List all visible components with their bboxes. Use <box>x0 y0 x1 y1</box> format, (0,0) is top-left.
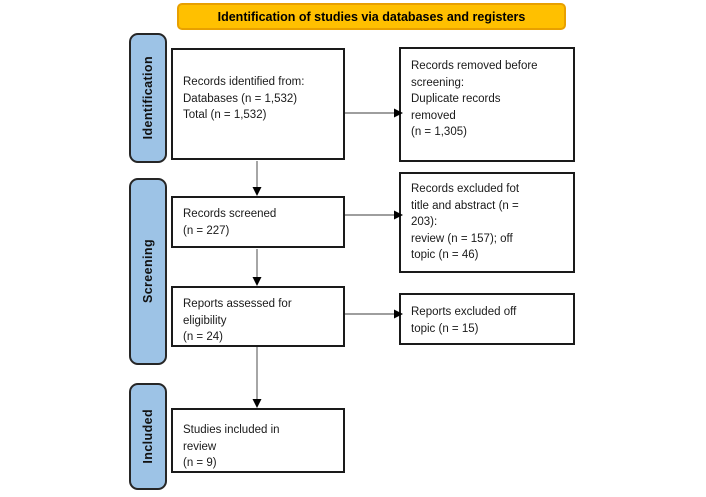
stage-label-included-text: Included <box>141 409 155 464</box>
diagram-title-banner: Identification of studies via databases … <box>177 3 566 30</box>
box-studies-included: Studies included in review (n = 9) <box>171 408 345 473</box>
box-reports-assessed: Reports assessed for eligibility (n = 24… <box>171 286 345 347</box>
arrow-identified-to-screened <box>252 161 262 196</box>
stage-label-identification: Identification <box>129 33 167 163</box>
stage-label-screening-text: Screening <box>141 239 155 304</box>
arrow-assessed-to-excluded <box>345 309 403 319</box>
arrow-identified-to-removed <box>345 108 403 118</box>
stage-label-included: Included <box>129 383 167 490</box>
stage-label-screening: Screening <box>129 178 167 365</box>
diagram-title: Identification of studies via databases … <box>217 9 526 24</box>
box-records-screened: Records screened (n = 227) <box>171 196 345 248</box>
box-records-removed: Records removed before screening: Duplic… <box>399 47 575 162</box>
arrow-screened-to-assessed <box>252 249 262 286</box>
arrow-assessed-to-included <box>252 347 262 408</box>
box-records-identified: Records identified from: Databases (n = … <box>171 48 345 160</box>
box-reports-excluded: Reports excluded off topic (n = 15) <box>399 293 575 345</box>
stage-label-identification-text: Identification <box>141 56 155 140</box>
arrow-screened-to-excluded <box>345 210 403 220</box>
box-records-excluded: Records excluded fot title and abstract … <box>399 172 575 273</box>
